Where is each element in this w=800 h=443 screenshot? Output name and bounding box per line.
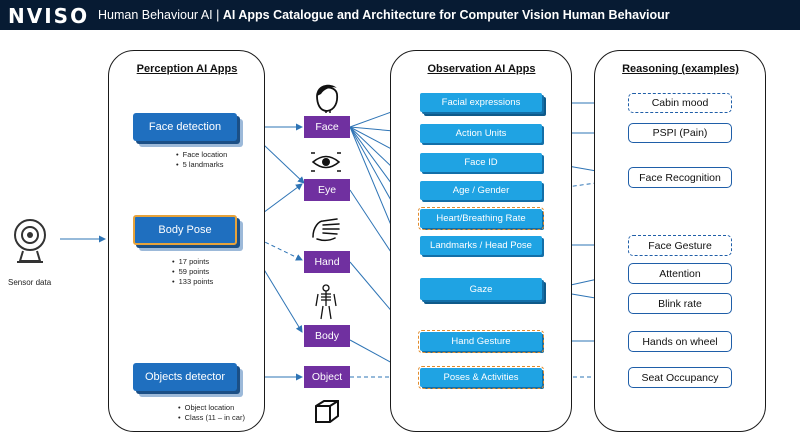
input-object[interactable]: Object bbox=[304, 366, 350, 388]
obs-gaze[interactable]: Gaze bbox=[420, 278, 542, 300]
reason-cabin-mood[interactable]: Cabin mood bbox=[628, 93, 732, 113]
perception-title: Perception AI Apps bbox=[136, 63, 238, 75]
observation-title: Observation AI Apps bbox=[427, 63, 536, 75]
cube-icon bbox=[312, 398, 340, 426]
input-hand[interactable]: Hand bbox=[304, 251, 350, 273]
skeleton-icon bbox=[314, 284, 338, 320]
header-bar: NVISO Human Behaviour AI | AI Apps Catal… bbox=[0, 0, 800, 30]
reason-hands-on-wheel[interactable]: Hands on wheel bbox=[628, 331, 732, 352]
reasoning-title: Reasoning (examples) bbox=[622, 63, 739, 75]
reason-pspi-pain[interactable]: PSPI (Pain) bbox=[628, 123, 732, 143]
hand-icon bbox=[309, 213, 343, 243]
obs-age-gender[interactable]: Age / Gender bbox=[420, 181, 542, 200]
input-body[interactable]: Body bbox=[304, 325, 350, 347]
webcam-icon bbox=[11, 215, 49, 267]
reason-blink-rate[interactable]: Blink rate bbox=[628, 293, 732, 314]
input-eye[interactable]: Eye bbox=[304, 179, 350, 201]
eye-icon bbox=[310, 151, 342, 173]
reason-face-gesture[interactable]: Face Gesture bbox=[628, 235, 732, 256]
reason-face-recognition[interactable]: Face Recognition bbox=[628, 167, 732, 188]
page-title: Human Behaviour AI | AI Apps Catalogue a… bbox=[98, 8, 670, 22]
body-pose-details: 17 points 59 points 133 points bbox=[172, 257, 214, 287]
objects-detector-box[interactable]: Objects detector bbox=[133, 363, 237, 391]
reason-attention[interactable]: Attention bbox=[628, 263, 732, 284]
body-pose-box[interactable]: Body Pose bbox=[133, 215, 237, 245]
obs-landmarks-head-pose[interactable]: Landmarks / Head Pose bbox=[420, 236, 542, 255]
objects-detector-details: Object location Class (11 – in car) bbox=[178, 403, 245, 423]
obs-facial-expressions[interactable]: Facial expressions bbox=[420, 93, 542, 112]
face-icon bbox=[311, 80, 341, 114]
reason-seat-occupancy[interactable]: Seat Occupancy bbox=[628, 367, 732, 388]
sensor-label: Sensor data bbox=[8, 278, 52, 287]
nviso-logo: NVISO bbox=[8, 4, 90, 28]
obs-hand-gesture[interactable]: Hand Gesture bbox=[418, 330, 544, 353]
obs-face-id[interactable]: Face ID bbox=[420, 153, 542, 172]
obs-poses-activities[interactable]: Poses & Activities bbox=[418, 366, 544, 389]
obs-heart-breathing-rate[interactable]: Heart/Breathing Rate bbox=[418, 207, 544, 230]
obs-action-units[interactable]: Action Units bbox=[420, 124, 542, 143]
input-face[interactable]: Face bbox=[304, 116, 350, 138]
face-detection-box[interactable]: Face detection bbox=[133, 113, 237, 141]
face-detection-details: Face location 5 landmarks bbox=[176, 150, 228, 170]
